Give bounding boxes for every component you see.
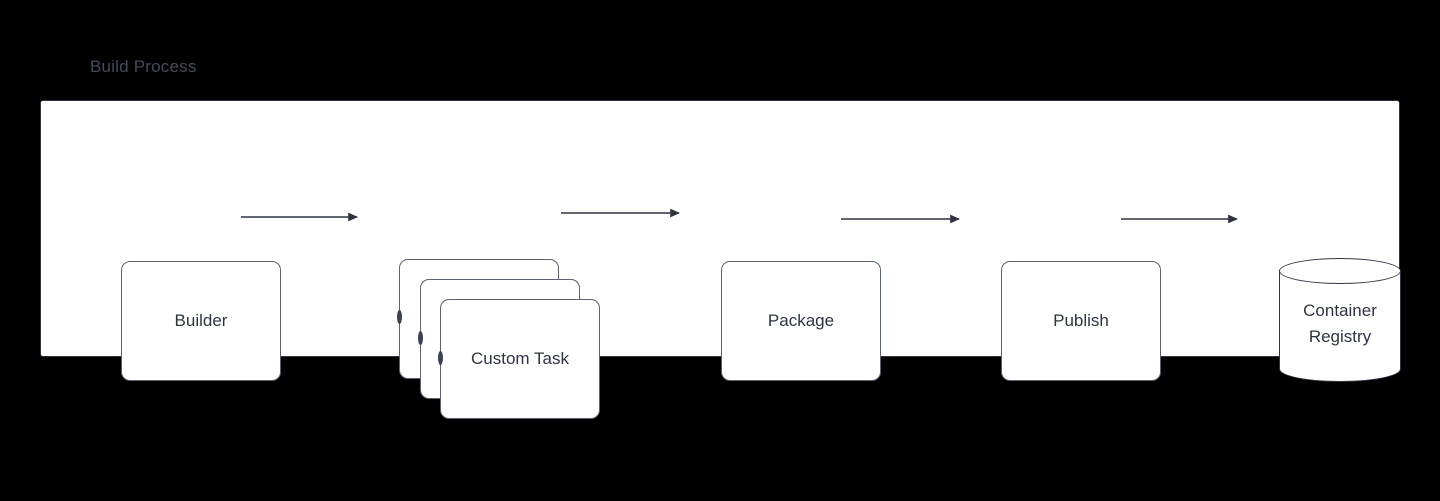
- group-title: Build Process: [90, 57, 197, 76]
- cylinder-body-icon: [1279, 271, 1401, 382]
- node-container-registry[interactable]: Container Registry: [1279, 258, 1401, 382]
- node-publish[interactable]: Publish: [1001, 261, 1161, 381]
- node-publish-label: Publish: [1053, 311, 1109, 330]
- node-package[interactable]: Package: [721, 261, 881, 381]
- connector-endpoint-icon: [418, 331, 423, 345]
- build-process-panel: Builder Custom Task Package Publish Cont…: [40, 100, 1401, 419]
- node-custom-task-label: Custom Task: [471, 349, 569, 368]
- connector-endpoint-icon: [438, 351, 443, 365]
- node-builder-label: Builder: [174, 311, 228, 330]
- node-builder[interactable]: Builder: [121, 261, 281, 381]
- connector-endpoint-icon: [397, 310, 402, 324]
- node-package-label: Package: [767, 311, 835, 330]
- diagram-canvas: Build Process Builder Custom: [40, 57, 1401, 419]
- node-custom-task[interactable]: Custom Task: [440, 299, 600, 419]
- cylinder-top-icon: [1279, 258, 1401, 284]
- connector-layer: [241, 208, 1238, 224]
- node-container-registry-label: Container Registry: [1303, 301, 1377, 346]
